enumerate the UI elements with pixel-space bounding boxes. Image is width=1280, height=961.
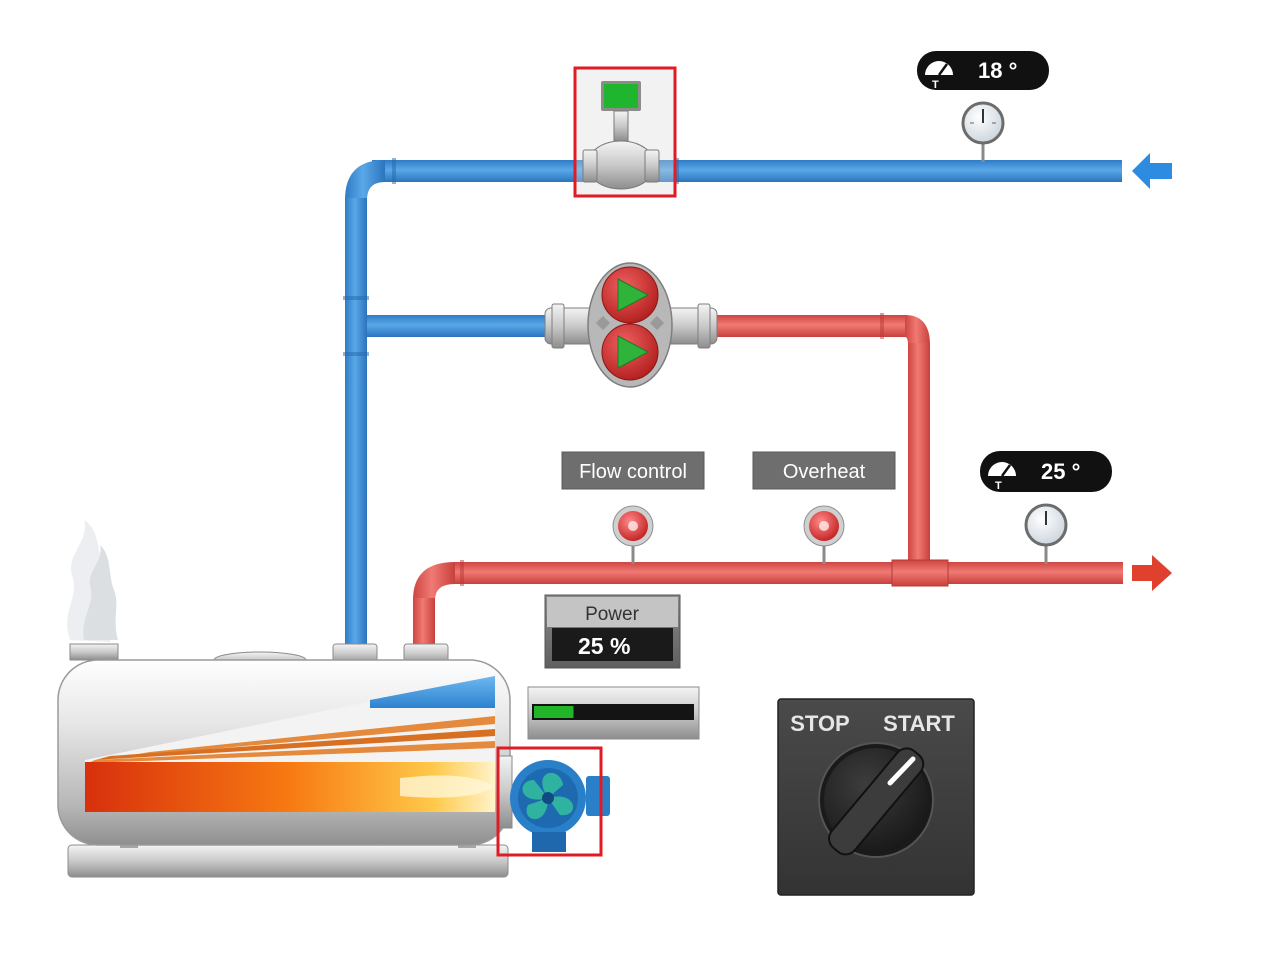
hot-supply-pipe	[455, 562, 1123, 584]
cold-return-pipe	[345, 198, 367, 648]
stop-start-switch-panel: STOP START	[777, 698, 975, 896]
thermometer-gauge-icon: T	[988, 462, 1016, 492]
selection-frame	[496, 746, 603, 857]
power-display: Power 25 %	[544, 594, 681, 669]
flow-control-label: Flow control	[579, 461, 687, 483]
flow-control-alarm[interactable]: Flow control	[561, 451, 705, 564]
power-bar-fill	[534, 706, 574, 718]
hot-water-pipes	[413, 313, 1123, 650]
outlet-temperature-badge: T 25 °	[980, 451, 1112, 492]
inlet-temperature-value: 18 °	[978, 58, 1017, 83]
stop-label: STOP	[790, 711, 850, 736]
knob-indicator	[887, 756, 916, 786]
power-value: 25 %	[578, 633, 630, 659]
outlet-temperature-value: 25 °	[1041, 459, 1080, 484]
svg-text:T: T	[995, 480, 1002, 492]
start-label: START	[883, 711, 955, 736]
burner-fan[interactable]	[496, 746, 610, 857]
boiler-tank[interactable]	[57, 520, 511, 878]
pressure-alarm-icon	[612, 505, 654, 564]
hot-boiler-riser	[413, 598, 435, 650]
dual-circulation-pump[interactable]	[544, 262, 718, 388]
cold-pipe-elbow	[345, 160, 385, 200]
hot-pump-branch	[712, 315, 907, 337]
outlet-thermometer-dial	[1024, 503, 1068, 564]
hot-vertical-pipe	[908, 343, 930, 565]
inlet-thermometer-dial	[961, 101, 1005, 162]
cold-water-pipes	[343, 158, 1122, 648]
selection-frame	[573, 66, 677, 198]
thermometer-gauge-icon: T	[925, 61, 953, 91]
inlet-temperature-badge: T 18 °	[917, 51, 1049, 91]
inlet-arrow-icon	[1132, 153, 1172, 189]
overheat-alarm[interactable]: Overheat	[752, 451, 896, 564]
fire-tubes	[88, 716, 495, 763]
overheat-label: Overheat	[783, 461, 866, 483]
flow-meter-valve[interactable]	[573, 66, 677, 198]
burner-fan-icon	[497, 755, 610, 852]
flow-meter-valve-icon	[582, 81, 660, 190]
pressure-alarm-icon	[803, 505, 845, 564]
outlet-arrow-icon	[1132, 555, 1172, 591]
steam-icon	[67, 520, 118, 642]
hot-pipe-elbow	[413, 562, 455, 600]
cold-pump-branch	[367, 315, 552, 337]
rotary-selector-knob[interactable]	[818, 742, 934, 859]
svg-text:T: T	[932, 79, 939, 91]
power-label: Power	[585, 604, 640, 625]
power-level-bar	[527, 686, 700, 740]
cold-supply-pipe	[372, 160, 1122, 182]
hot-pipe-elbow-top	[905, 315, 930, 345]
dual-circulation-pump-icon	[544, 262, 718, 388]
